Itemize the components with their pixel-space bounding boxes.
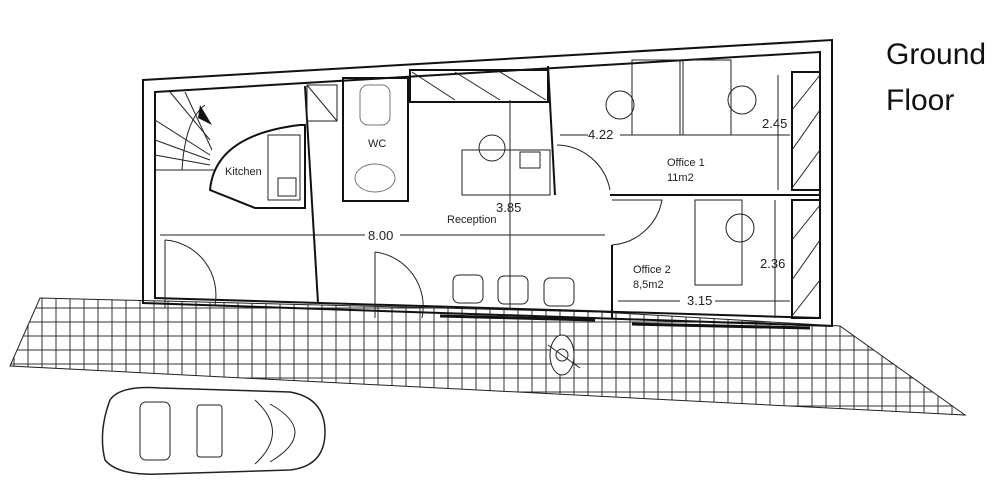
building-walls — [142, 38, 833, 328]
dim-office1-length: 4.22 — [588, 127, 613, 142]
office2-area: 8,5m2 — [633, 279, 664, 291]
office2-name: Office 2 — [633, 264, 671, 276]
dimension-lines — [160, 75, 790, 318]
staircase — [154, 91, 215, 171]
dim-office1-depth: 2.45 — [762, 116, 787, 131]
dim-reception-depth: 3.85 — [496, 200, 521, 215]
person-figure — [547, 334, 581, 376]
office1-area: 11m2 — [667, 172, 694, 184]
waiting-chairs — [452, 274, 575, 307]
office2-desk — [694, 199, 755, 286]
title-line1: Ground — [886, 38, 986, 71]
dim-office2-depth: 2.36 — [760, 256, 785, 271]
reception-desk — [461, 134, 551, 196]
wc-label: WC — [368, 138, 386, 150]
office1-name: Office 1 — [667, 157, 705, 169]
stair-arrow-icon — [198, 105, 212, 125]
dim-total-length: 8.00 — [368, 228, 393, 243]
dim-office2-length: 3.15 — [687, 293, 712, 308]
title-line2: Floor — [886, 84, 954, 117]
office1-desks — [605, 59, 757, 136]
car — [101, 386, 326, 475]
reception-label: Reception — [447, 214, 497, 226]
kitchen-label: Kitchen — [225, 166, 262, 178]
kitchen: Kitchen — [208, 124, 306, 209]
